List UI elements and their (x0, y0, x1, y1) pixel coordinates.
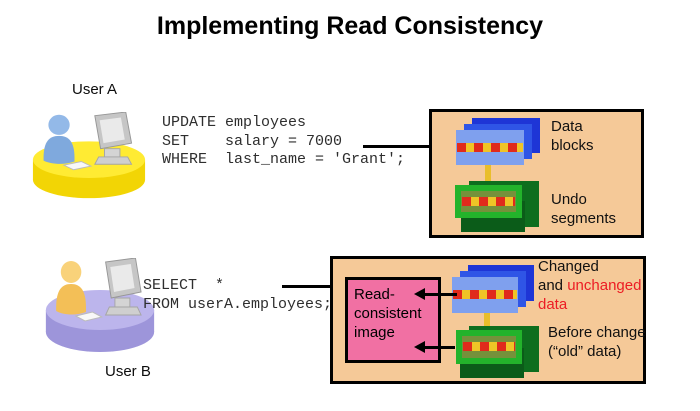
before-change-label: Before change (“old” data) (548, 324, 646, 360)
data-stripe (457, 143, 523, 152)
changed-unchanged-data-label: Changed and unchanged data (538, 258, 642, 313)
user-a-sql-statement: UPDATE employees SET salary = 7000 WHERE… (162, 114, 406, 168)
undo-stripe (463, 342, 515, 351)
before-change-blocks-icon (456, 330, 522, 364)
arrow-a-shaft (363, 145, 444, 148)
undo-segments-label: Undo segments (551, 191, 617, 227)
paper-icon (74, 311, 104, 322)
block-connector (485, 160, 491, 190)
user-b-icon (45, 258, 155, 352)
arrow-blue-to-pink-head-icon (414, 288, 425, 300)
slide-title: Implementing Read Consistency (156, 12, 544, 40)
data-blocks-icon (456, 130, 524, 165)
arrow-green-to-pink-shaft (425, 346, 455, 349)
block-connector (484, 309, 490, 335)
user-a-icon (32, 112, 146, 199)
monitor-icon (94, 112, 133, 165)
undo-stripe (462, 197, 515, 206)
read-consistent-image-box: Read- consistent image (345, 277, 441, 363)
undo-segments-icon (455, 185, 522, 218)
changed-data-blocks-icon (452, 277, 518, 313)
user-b-sql-statement: SELECT * FROM userA.employees; (143, 277, 333, 313)
person-icon (48, 114, 70, 135)
read-consistency-container: Read- consistent image Changed and uncha… (330, 256, 646, 384)
monitor-icon (104, 258, 142, 316)
user-b-label: User B (105, 363, 151, 380)
user-a-label: User A (72, 81, 118, 98)
data-blocks-undo-container: Data blocks Undo segments (429, 109, 644, 238)
arrow-b-shaft (282, 285, 334, 288)
data-blocks-label: Data blocks (551, 118, 594, 154)
paper-icon (62, 161, 93, 171)
data-stripe (453, 290, 517, 299)
person-icon (60, 261, 82, 283)
arrow-blue-to-pink-shaft (425, 293, 457, 296)
arrow-green-to-pink-head-icon (414, 341, 425, 353)
